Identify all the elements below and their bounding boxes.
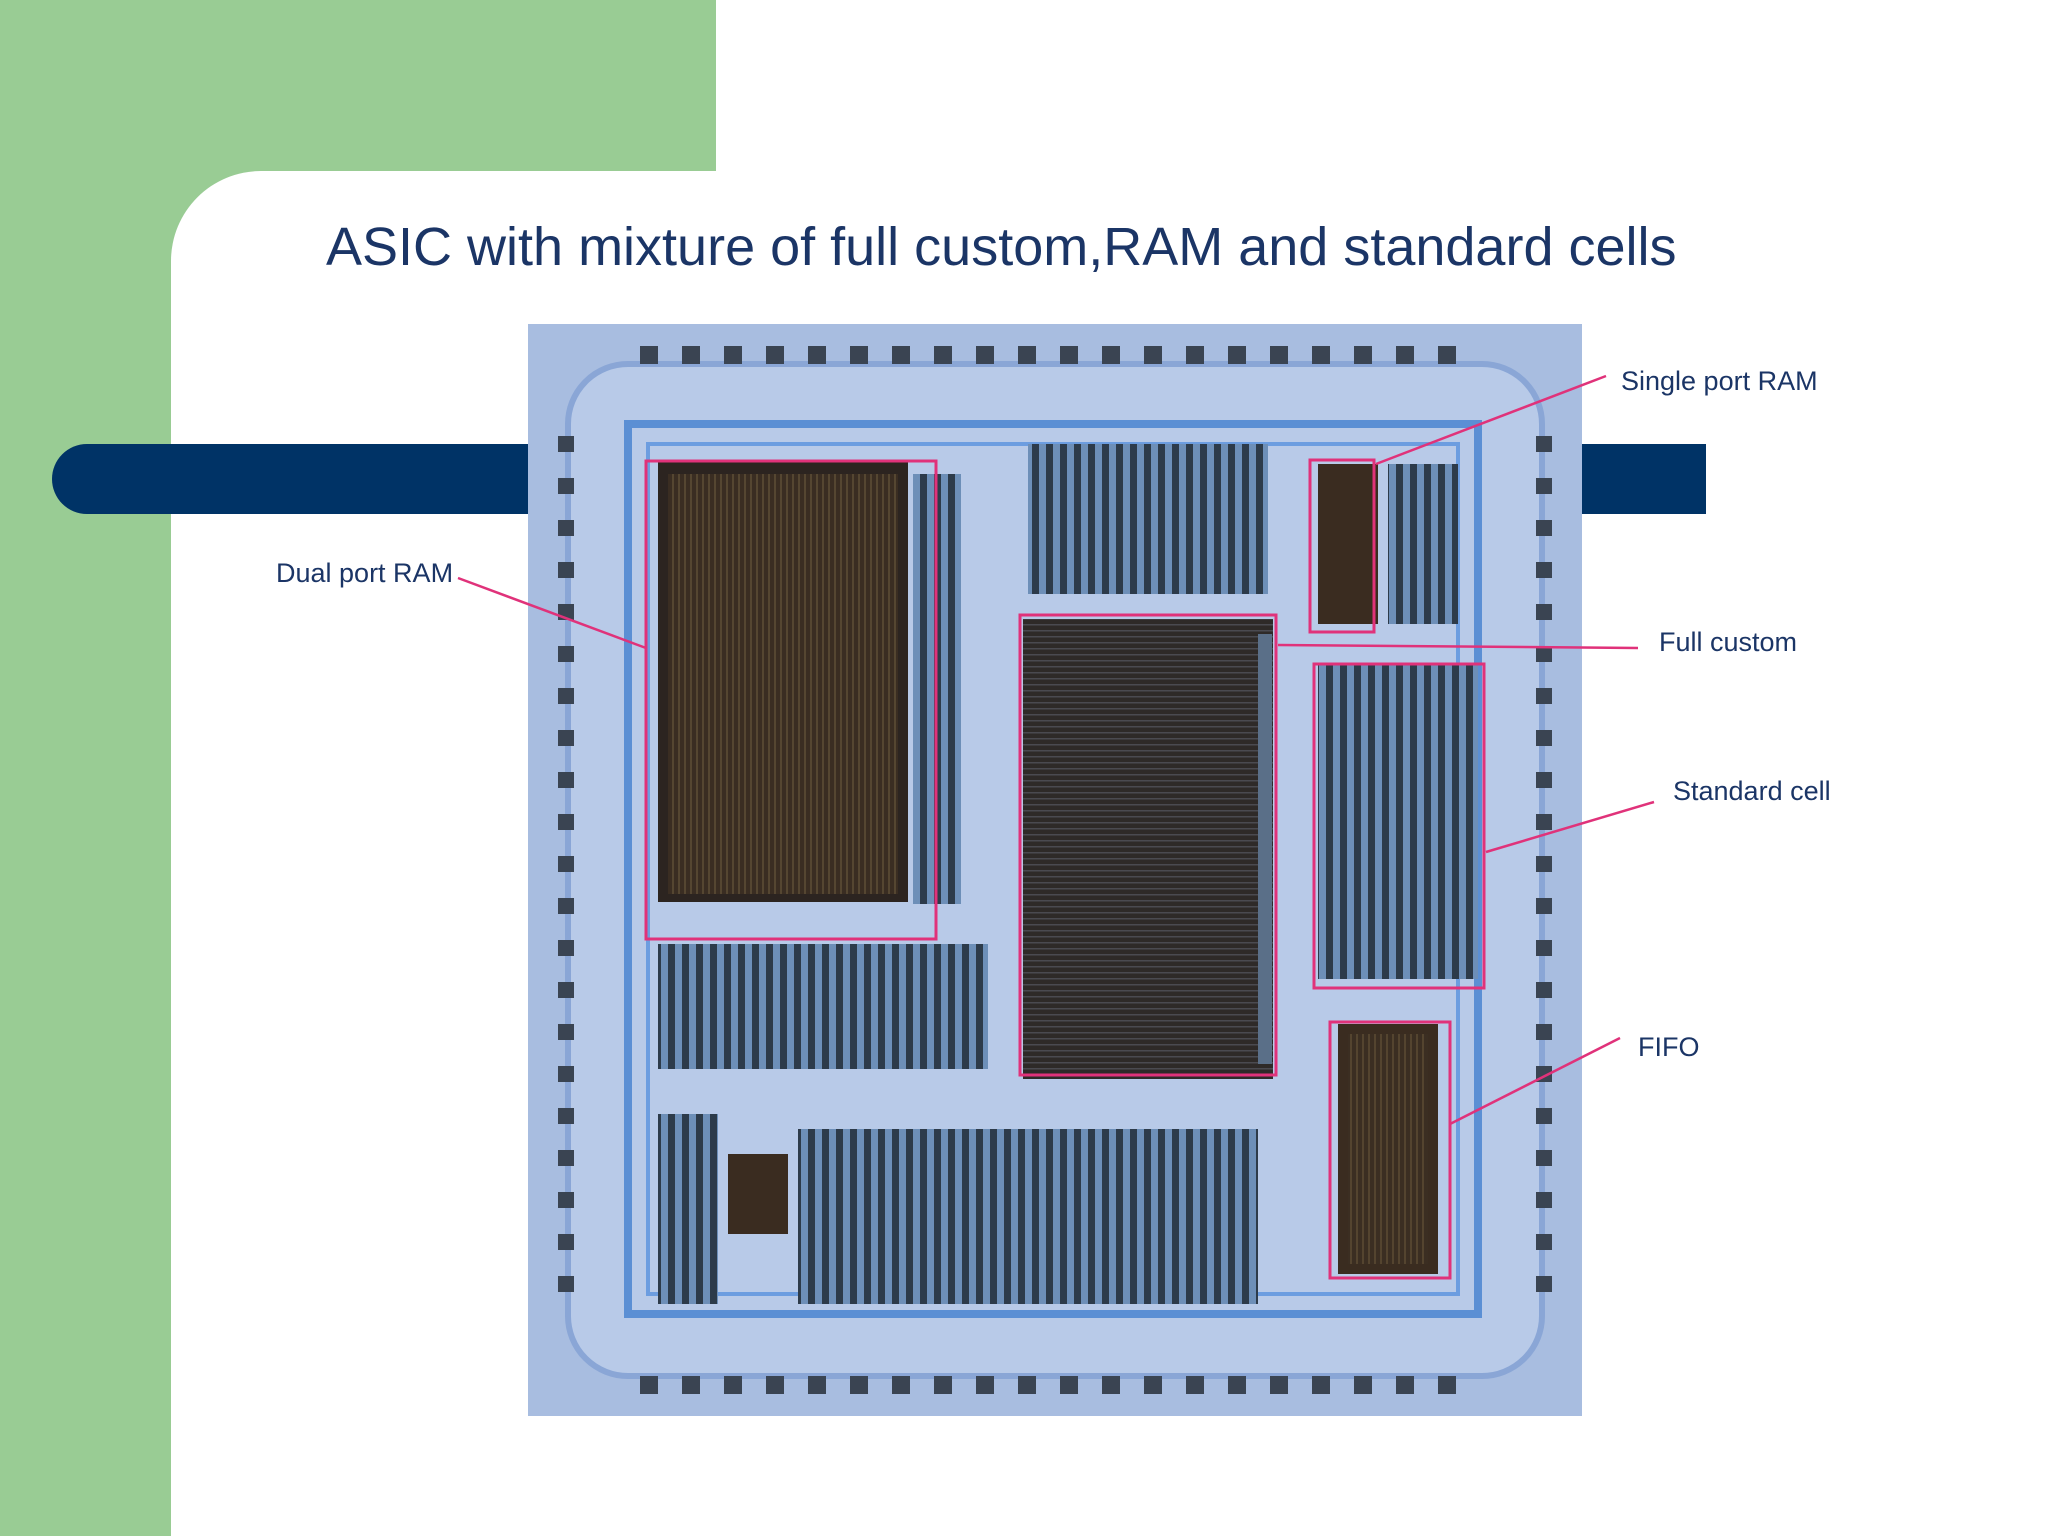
top-pads	[640, 346, 1456, 364]
right-pads	[1536, 436, 1552, 1292]
fifo-leader	[1449, 1036, 1621, 1126]
standard-cell-highlight	[1312, 662, 1486, 990]
full-custom-highlight	[1018, 613, 1278, 1077]
std-cell-block-bottom	[798, 1129, 1258, 1304]
highlight-boxes	[644, 458, 1486, 1280]
single-port-ram-leader	[1375, 374, 1607, 466]
label-fifo: FIFO	[1638, 1032, 1700, 1062]
full-custom-block	[1023, 619, 1273, 1079]
std-cell-block-right	[1318, 664, 1478, 979]
std-cell-block-top	[1028, 444, 1268, 594]
dual-port-ram-leader	[457, 576, 647, 650]
label-full-custom: Full custom	[1659, 627, 1798, 657]
top-white-strip	[716, 0, 2048, 171]
slide-title: ASIC with mixture of full custom,RAM and…	[326, 217, 1677, 277]
fifo-highlight	[1328, 1020, 1452, 1280]
label-dual-port-ram: Dual port RAM	[276, 558, 454, 588]
std-cell-block-lower-left	[658, 944, 988, 1069]
single-port-ram-block	[1318, 464, 1378, 624]
asic-die-photo	[528, 324, 1582, 1416]
single-port-ram-highlight	[1308, 458, 1376, 634]
left-pads	[558, 436, 574, 1292]
standard-cell-leader	[1485, 800, 1655, 854]
dual-port-ram-highlight	[644, 459, 938, 941]
bottom-pads	[640, 1376, 1456, 1394]
full-custom-leader	[1277, 643, 1639, 650]
label-standard-cell: Standard cell	[1673, 776, 1831, 806]
small-ram-block	[728, 1154, 788, 1234]
label-single-port-ram: Single port RAM	[1621, 366, 1818, 396]
